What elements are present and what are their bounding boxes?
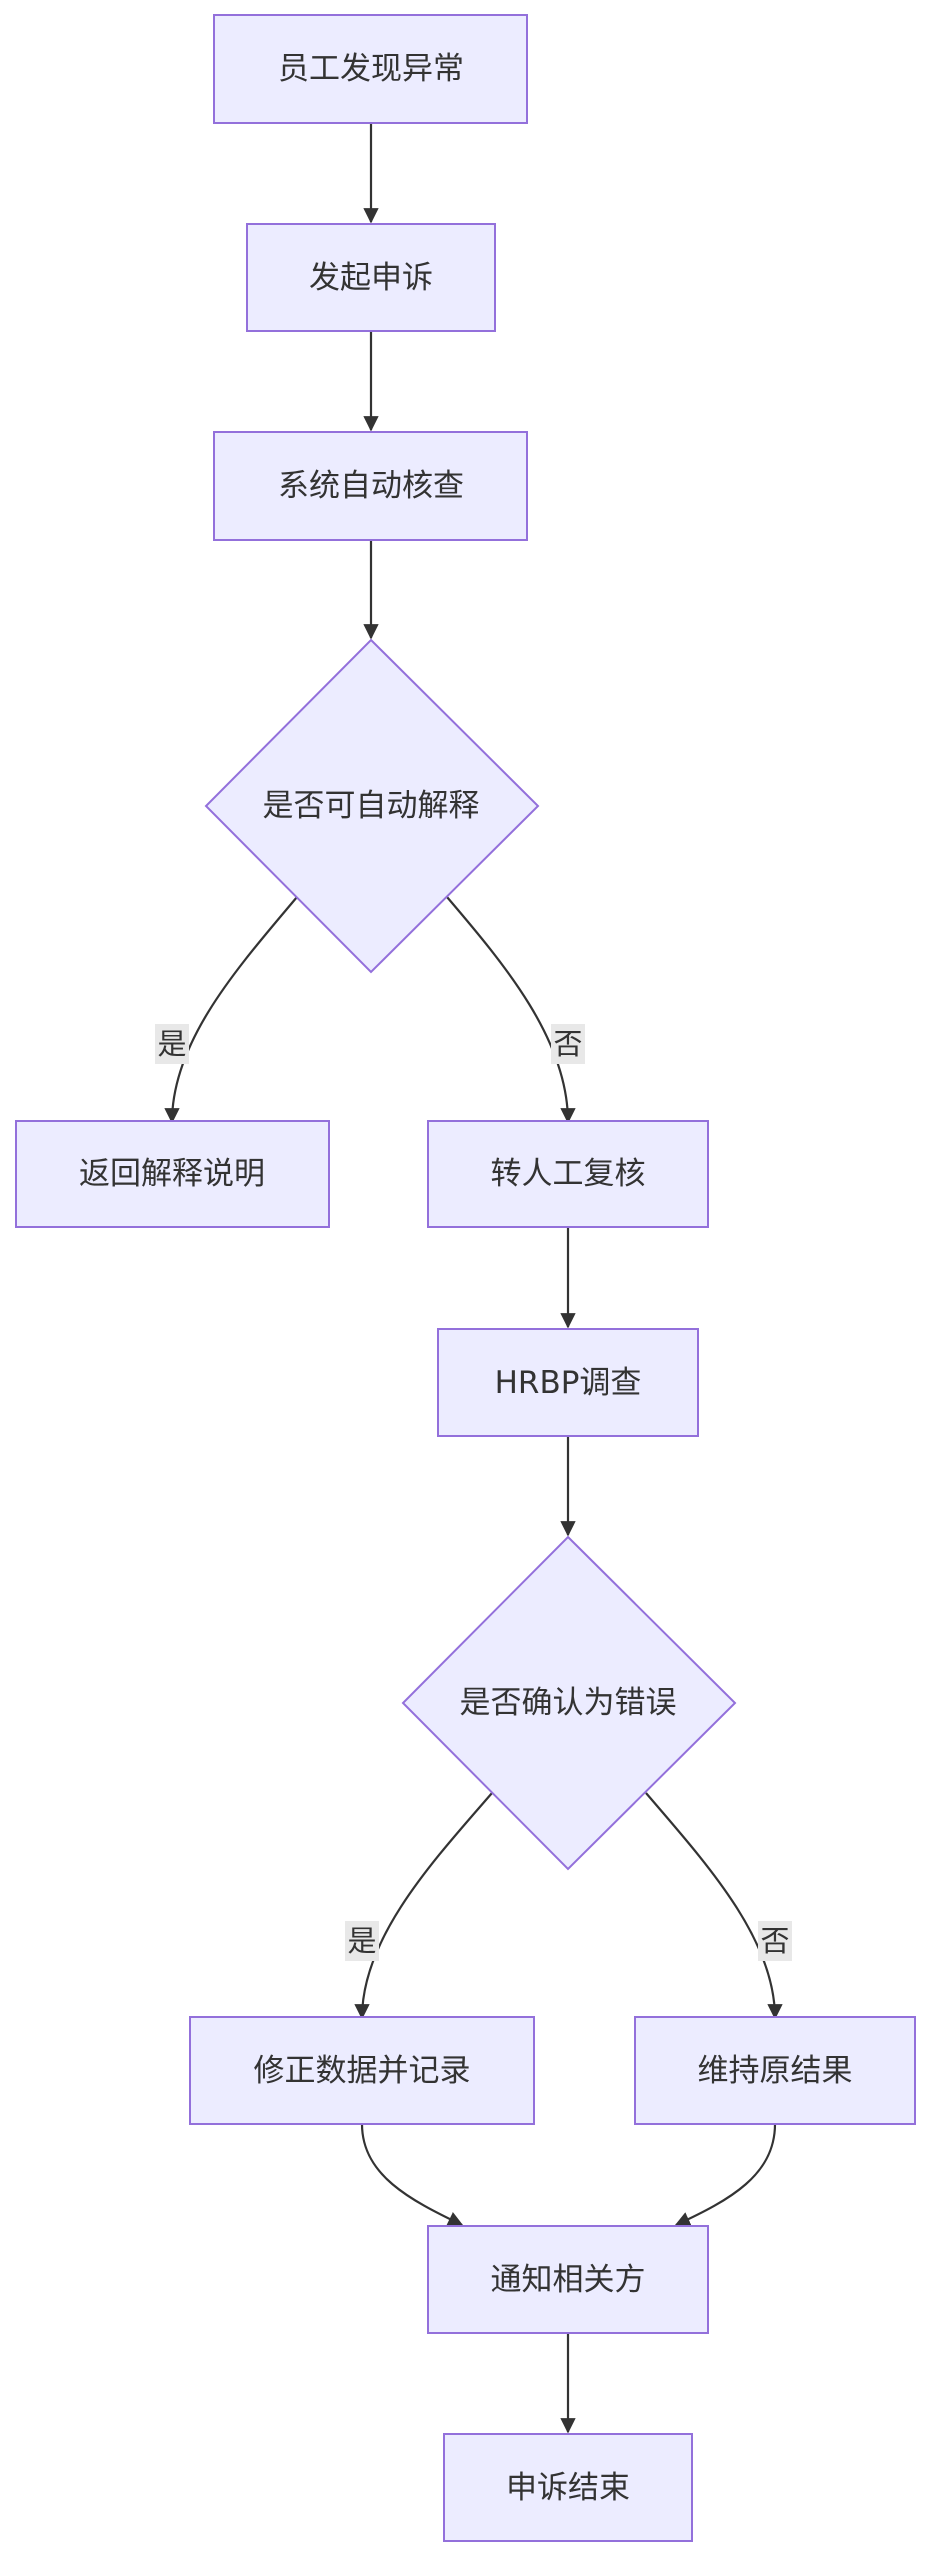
edge-label-no-1: 否 xyxy=(551,1024,585,1064)
edge-decision2-yes-to-fix xyxy=(354,1792,493,2020)
node-can-explain-decision: 是否可自动解释 xyxy=(204,638,540,974)
edge-label-no-2: 否 xyxy=(758,1921,792,1961)
node-notify: 通知相关方 xyxy=(427,2225,709,2334)
node-appeal: 发起申诉 xyxy=(246,223,496,332)
edge-decision-no-to-manual xyxy=(446,896,576,1124)
edge-fix-to-notify xyxy=(360,2123,464,2226)
node-confirm-error-decision: 是否确认为错误 xyxy=(401,1535,737,1871)
node-end-label: 申诉结束 xyxy=(506,2470,630,2506)
edge-label-yes-2-text: 是 xyxy=(347,1924,376,1958)
node-keep-result: 维持原结果 xyxy=(634,2016,916,2125)
node-fix-record: 修正数据并记录 xyxy=(189,2016,535,2125)
edge-label-no-2-text: 否 xyxy=(760,1924,789,1958)
edge-label-yes-1: 是 xyxy=(155,1024,189,1064)
node-auto-check-label: 系统自动核查 xyxy=(278,468,464,504)
edge-decision-yes-to-return xyxy=(164,896,298,1124)
node-manual-review-label: 转人工复核 xyxy=(491,1156,646,1192)
node-hrbp-label: HRBP调查 xyxy=(495,1365,642,1401)
node-appeal-label: 发起申诉 xyxy=(309,260,433,296)
node-keep-result-label: 维持原结果 xyxy=(698,2053,853,2089)
edge-label-yes-2: 是 xyxy=(345,1921,379,1961)
node-discover: 员工发现异常 xyxy=(213,14,528,124)
node-discover-label: 员工发现异常 xyxy=(278,51,464,87)
edge-keep-to-notify xyxy=(674,2123,777,2227)
edge-label-yes-1-text: 是 xyxy=(157,1027,186,1061)
node-fix-record-label: 修正数据并记录 xyxy=(254,2053,471,2089)
node-end: 申诉结束 xyxy=(443,2433,693,2542)
node-hrbp: HRBP调查 xyxy=(437,1328,699,1437)
node-notify-label: 通知相关方 xyxy=(491,2262,646,2298)
edge-label-no-1-text: 否 xyxy=(553,1027,582,1061)
node-return-explain: 返回解释说明 xyxy=(15,1120,330,1228)
edge-decision2-no-to-keep xyxy=(645,1792,783,2020)
node-manual-review: 转人工复核 xyxy=(427,1120,709,1228)
node-auto-check: 系统自动核查 xyxy=(213,431,528,541)
node-confirm-error-label: 是否确认为错误 xyxy=(460,1685,677,1721)
node-return-explain-label: 返回解释说明 xyxy=(79,1156,265,1192)
node-can-explain-label: 是否可自动解释 xyxy=(263,788,480,824)
